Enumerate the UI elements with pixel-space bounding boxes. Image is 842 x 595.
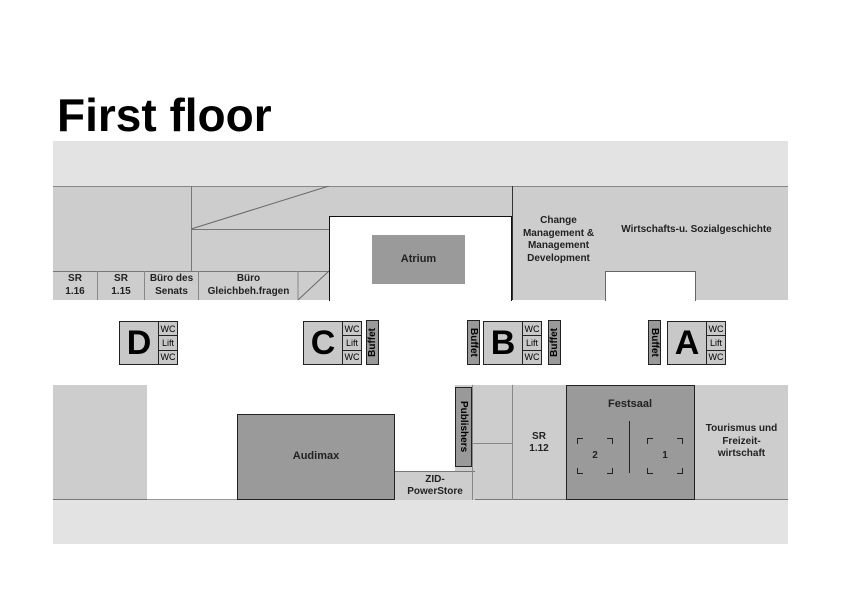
- room-atrium[interactable]: Atrium: [372, 235, 465, 284]
- room-sr-1-12[interactable]: SR 1.12: [529, 430, 549, 455]
- wc: WC: [160, 352, 176, 363]
- buffet-label: Buffet: [468, 328, 479, 357]
- wc: WC: [523, 322, 541, 337]
- page-title: First floor: [57, 89, 272, 141]
- room-sr-1-16[interactable]: SR 1.16: [53, 271, 98, 300]
- lift: Lift: [343, 336, 361, 351]
- corner-mark: [647, 438, 653, 444]
- core-letter: A: [668, 322, 707, 364]
- lift: Lift: [707, 336, 725, 351]
- wc: WC: [343, 322, 361, 337]
- wc: WC: [524, 352, 540, 363]
- wc: WC: [344, 352, 360, 363]
- core-letter: C: [304, 322, 343, 364]
- corner-mark: [677, 468, 683, 474]
- wc: WC: [707, 322, 725, 337]
- festsaal-section-1[interactable]: 1: [662, 449, 668, 461]
- room-audimax[interactable]: Audimax: [237, 414, 395, 500]
- publishers-label: Publishers: [458, 401, 469, 453]
- buffet-b-right[interactable]: Buffet: [548, 320, 561, 365]
- wc: WC: [159, 322, 177, 337]
- room-festsaal[interactable]: Festsaal 2 1: [566, 385, 695, 500]
- room-sr-1-15[interactable]: SR 1.15: [98, 271, 145, 300]
- diagonal-walls: [191, 186, 329, 300]
- corner-mark: [647, 468, 653, 474]
- room-zid-powerstore[interactable]: ZID- PowerStore: [395, 471, 475, 500]
- core-letter: B: [484, 322, 523, 364]
- room-publishers[interactable]: Publishers: [455, 387, 472, 467]
- lower-left-block: [53, 385, 147, 500]
- room-buero-senat[interactable]: Büro des Senats: [145, 271, 199, 300]
- corner-mark: [607, 468, 613, 474]
- wc: WC: [708, 352, 724, 363]
- buffet-c[interactable]: Buffet: [366, 320, 379, 365]
- room-wirtschafts-sozialgeschichte[interactable]: Wirtschafts-u. Sozialgeschichte: [621, 223, 772, 235]
- corner-mark: [677, 438, 683, 444]
- lift: Lift: [523, 336, 541, 351]
- wall: [53, 271, 329, 272]
- divider: [629, 421, 630, 473]
- festsaal-label: Festsaal: [607, 398, 653, 410]
- room-change-management[interactable]: Change Management & Management Developme…: [522, 215, 595, 264]
- top-band: [53, 141, 788, 186]
- wall: [191, 229, 329, 230]
- core-letter: D: [120, 322, 159, 364]
- bottom-band: [53, 500, 788, 544]
- wall: [512, 186, 513, 300]
- courtyard-notch: [605, 271, 696, 301]
- buffet-label: Buffet: [649, 328, 660, 357]
- lift: Lift: [159, 336, 177, 351]
- buffet-b-left[interactable]: Buffet: [467, 320, 480, 365]
- wall: [512, 385, 513, 500]
- room-tourismus[interactable]: Tourismus und Freizeit- wirtschaft: [705, 423, 778, 460]
- wall: [472, 385, 473, 500]
- corner-mark: [607, 438, 613, 444]
- room-buero-gleichbehandlung[interactable]: Büro Gleichbeh.fragen: [207, 273, 290, 297]
- buffet-label: Buffet: [549, 328, 560, 357]
- corner-mark: [577, 438, 583, 444]
- festsaal-section-2[interactable]: 2: [592, 449, 598, 461]
- buffet-label: Buffet: [367, 328, 378, 357]
- corner-mark: [577, 468, 583, 474]
- buffet-a[interactable]: Buffet: [648, 320, 661, 365]
- wall: [472, 443, 512, 444]
